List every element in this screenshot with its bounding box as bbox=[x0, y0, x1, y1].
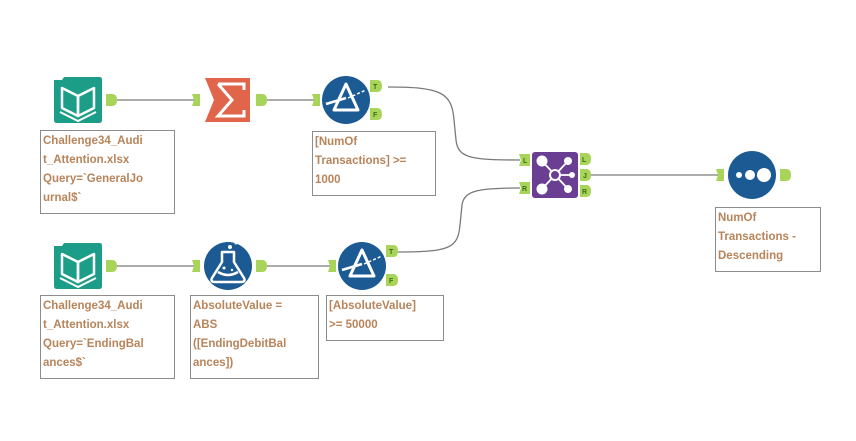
left-anchor-label: L bbox=[523, 158, 528, 165]
false-anchor[interactable]: F bbox=[386, 274, 398, 286]
true-anchor-label: T bbox=[373, 84, 378, 91]
input-anchor[interactable] bbox=[192, 260, 200, 272]
book-icon bbox=[54, 243, 102, 289]
tool-formula[interactable] bbox=[192, 241, 267, 291]
prism-icon bbox=[322, 76, 370, 124]
true-anchor-label: T bbox=[389, 249, 394, 256]
left-output-anchor[interactable]: L bbox=[580, 153, 591, 165]
tool-filter-1[interactable]: T F bbox=[312, 76, 382, 124]
left-output-label: L bbox=[582, 157, 587, 164]
join-nodes-icon bbox=[532, 152, 578, 198]
annotation-filter-1: [NumOf Transactions] >= 1000 bbox=[312, 131, 436, 196]
input-anchor[interactable] bbox=[716, 169, 724, 181]
tool-filter-2[interactable]: T F bbox=[328, 242, 398, 290]
tool-input-data-1[interactable] bbox=[54, 77, 117, 123]
output-anchor[interactable] bbox=[256, 260, 267, 272]
right-output-anchor[interactable]: R bbox=[580, 185, 591, 197]
input-anchor[interactable] bbox=[328, 260, 336, 272]
false-anchor-label: F bbox=[373, 112, 378, 119]
input-anchor[interactable] bbox=[192, 94, 200, 106]
connections bbox=[116, 86, 718, 267]
annotation-filter-2: [AbsoluteValue] >= 50000 bbox=[326, 295, 444, 341]
annotation-formula: AbsoluteValue = ABS ([EndingDebitBal anc… bbox=[190, 295, 319, 379]
annotation-input-data-2: Challenge34_Audi t_Attention.xlsx Query=… bbox=[40, 295, 175, 379]
output-anchor[interactable] bbox=[256, 94, 267, 106]
tool-sort[interactable] bbox=[716, 151, 791, 199]
output-anchor[interactable] bbox=[106, 260, 117, 272]
true-anchor[interactable]: T bbox=[386, 245, 398, 257]
input-anchor[interactable] bbox=[312, 94, 320, 106]
book-icon bbox=[54, 77, 102, 123]
output-anchor[interactable] bbox=[106, 94, 117, 106]
tool-join[interactable]: L R L J bbox=[519, 152, 591, 198]
right-anchor-label: R bbox=[522, 186, 527, 193]
output-anchor[interactable] bbox=[780, 169, 791, 181]
tool-summarize[interactable] bbox=[192, 78, 267, 122]
sort-dots-icon bbox=[728, 151, 776, 199]
connection-filter1-join-left[interactable] bbox=[387, 86, 521, 161]
right-input-anchor[interactable]: R bbox=[519, 182, 530, 194]
annotation-sort: NumOf Transactions - Descending bbox=[715, 207, 821, 272]
join-output-label: J bbox=[583, 173, 587, 180]
prism-icon bbox=[338, 242, 386, 290]
annotation-input-data-1: Challenge34_Audi t_Attention.xlsx Query=… bbox=[40, 130, 175, 214]
false-anchor-label: F bbox=[389, 278, 394, 285]
false-anchor[interactable]: F bbox=[370, 108, 382, 120]
join-output-anchor[interactable]: J bbox=[580, 169, 591, 181]
connection-filter2-join-right[interactable] bbox=[397, 187, 521, 253]
tool-input-data-2[interactable] bbox=[54, 243, 117, 289]
right-output-label: R bbox=[582, 189, 587, 196]
flask-icon bbox=[204, 241, 252, 290]
true-anchor[interactable]: T bbox=[370, 80, 382, 92]
left-input-anchor[interactable]: L bbox=[519, 154, 530, 166]
sigma-icon bbox=[205, 78, 250, 122]
